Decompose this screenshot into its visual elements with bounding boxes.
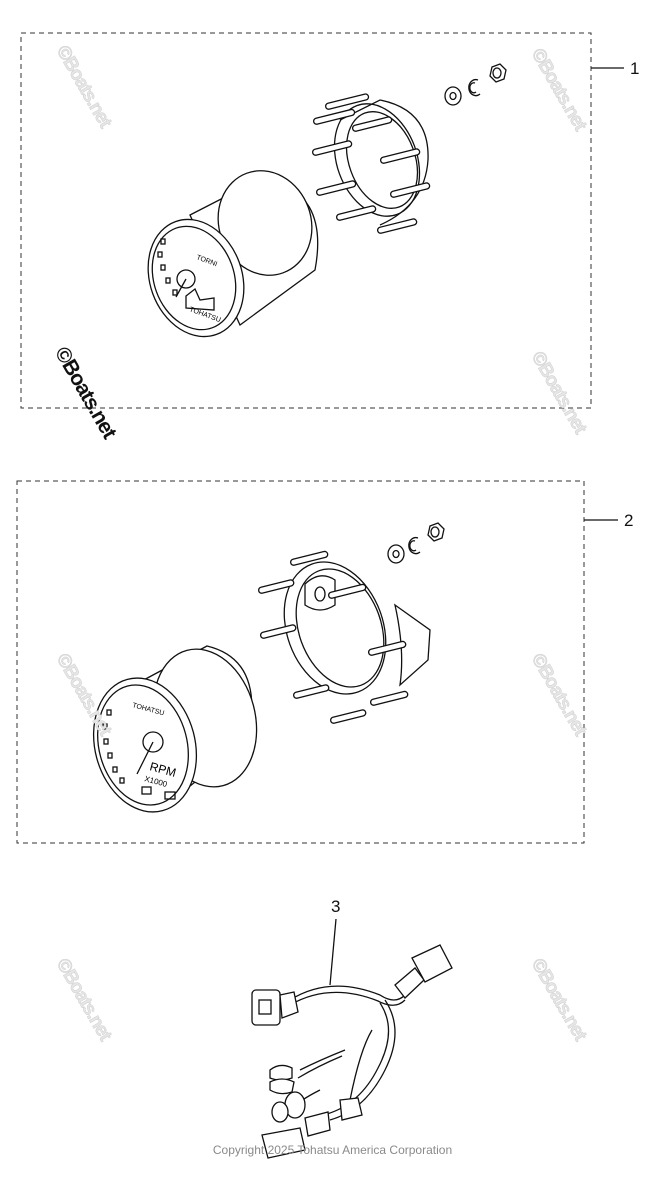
callout-1: 1 — [630, 59, 640, 78]
wiring-harness — [251, 944, 453, 1159]
callout-2: 2 — [624, 511, 634, 530]
group-1-boundary — [20, 32, 592, 409]
copyright-footer: Copyright 2025 Tohatsu America Corporati… — [212, 1143, 453, 1157]
gauge-1-tachometer: TORNI TOHATSU — [147, 170, 319, 338]
mounting-bracket-2 — [257, 550, 431, 724]
gauge-2-tachometer: TOHATSU RPM X1000 — [92, 645, 258, 813]
mounting-bracket-1 — [311, 93, 431, 234]
group-2-boundary — [16, 480, 585, 844]
callout-3: 3 — [331, 897, 341, 916]
leader-line-3 — [329, 918, 337, 986]
gauge-2-unit: RPM — [148, 759, 177, 779]
hardware-1-washer-nut — [444, 63, 507, 106]
hardware-2-washer-nut — [387, 522, 445, 564]
